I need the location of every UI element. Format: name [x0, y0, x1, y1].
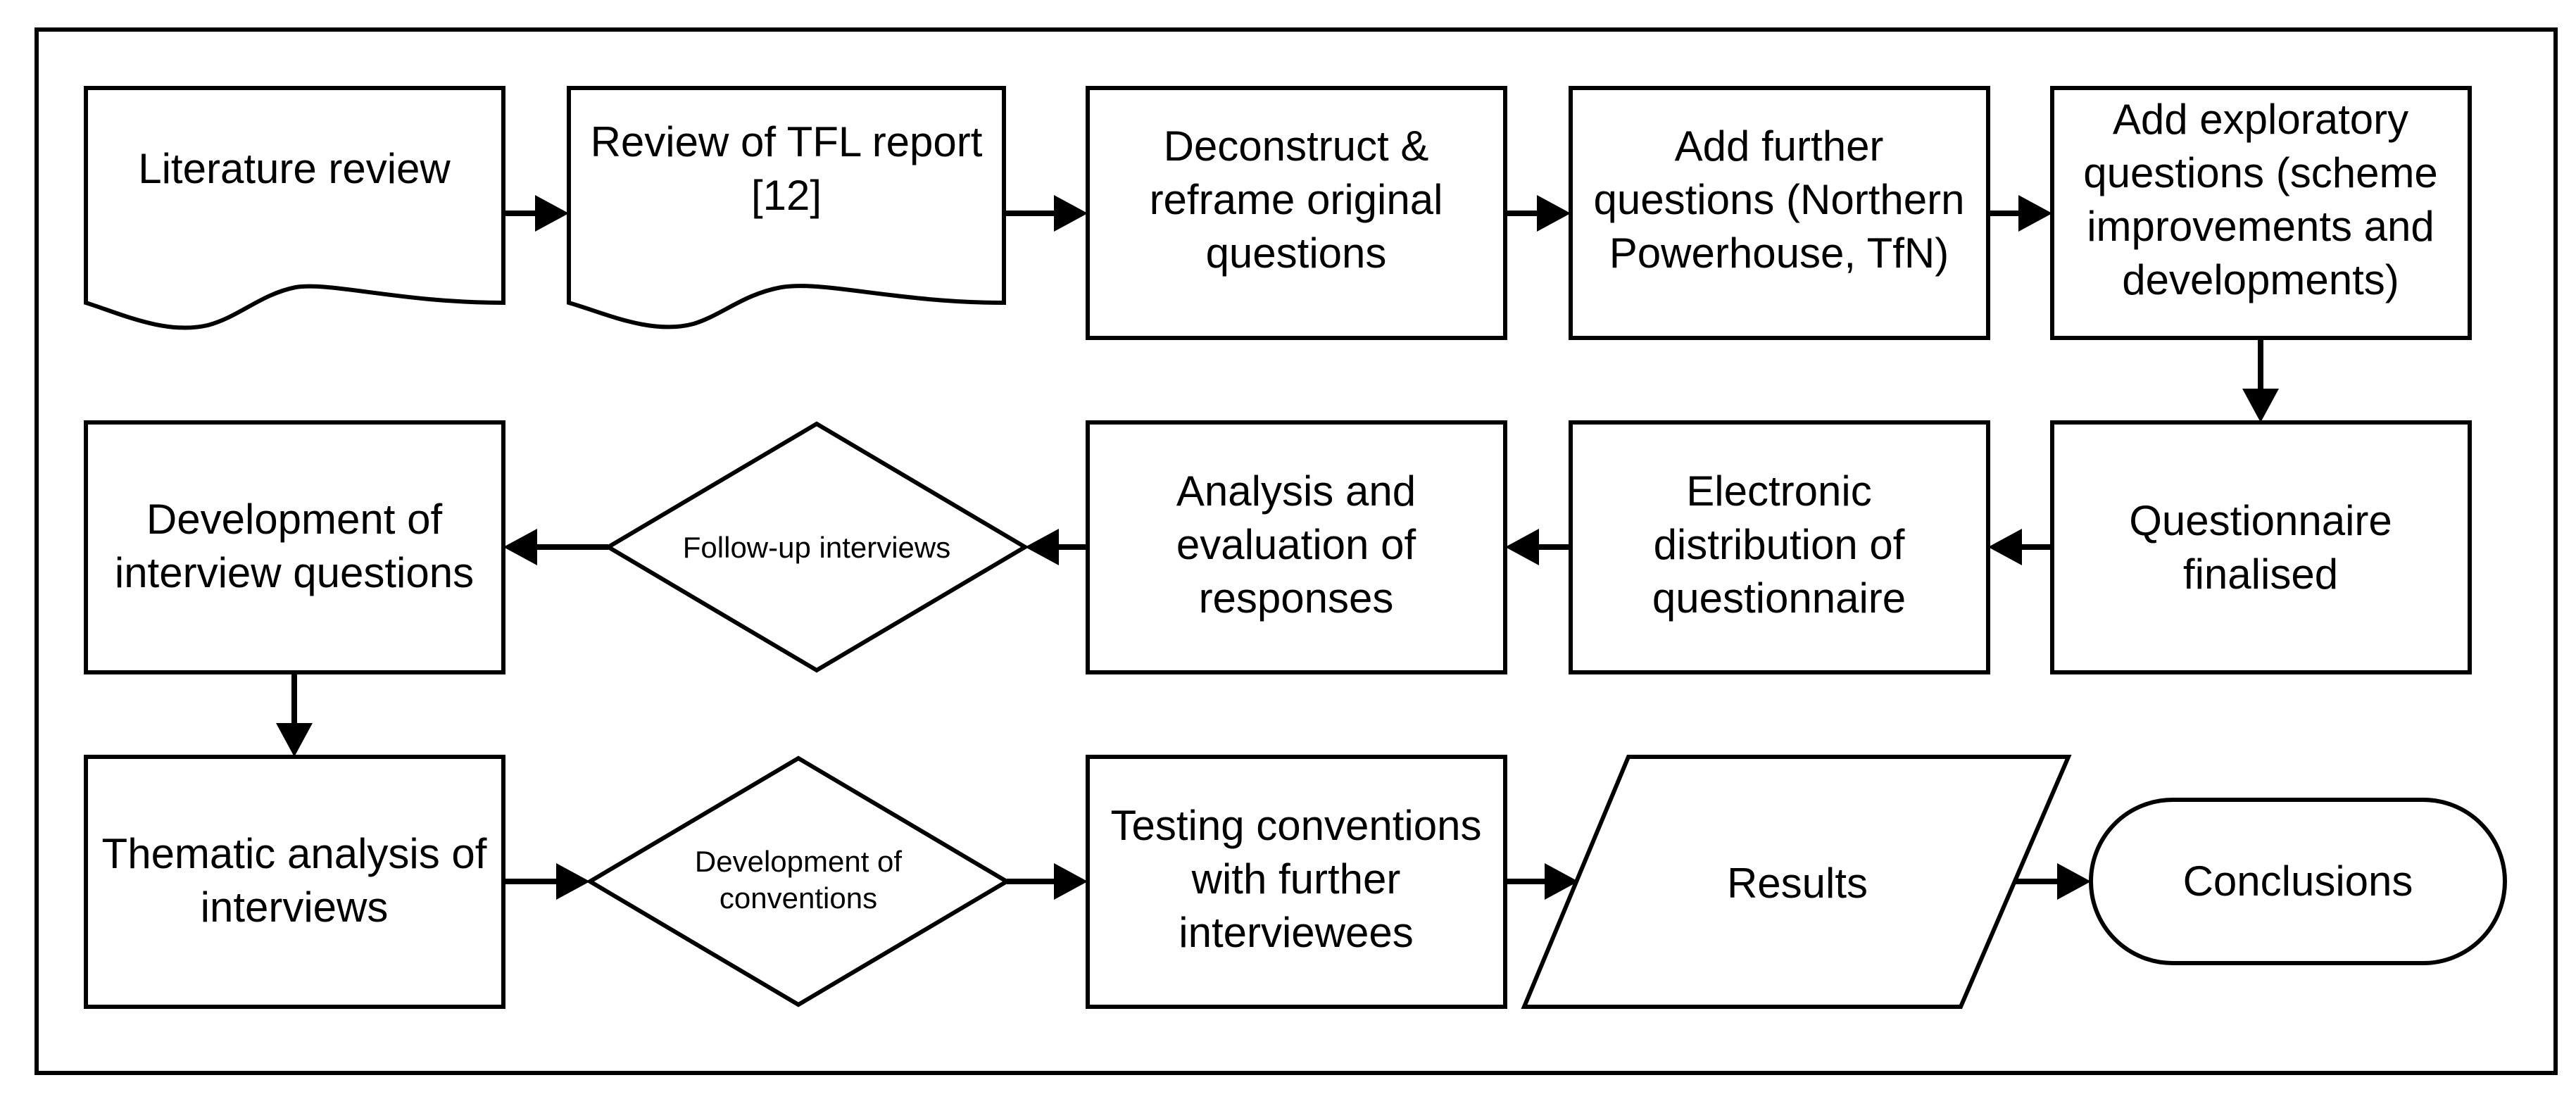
node-label-line: evaluation of	[1176, 521, 1416, 568]
node-label-line: Review of TFL report	[591, 118, 983, 165]
node-label-line: interviews	[201, 884, 389, 931]
node-finalised: Questionnaire finalised	[2050, 420, 2472, 674]
node-label-line: questions (Northern	[1594, 176, 1965, 223]
node-label-line: Add further	[1675, 123, 1884, 170]
node-label-line: responses	[1199, 574, 1394, 622]
arrow-literature-to-tfl	[503, 195, 569, 232]
arrow-distribution-to-analysis	[1505, 529, 1571, 565]
arrow-thematic-to-conventions	[503, 863, 590, 900]
node-label: Follow-up interviews	[683, 531, 950, 564]
node-label-line: developments)	[2122, 256, 2399, 303]
arrow-interview-questions-to-thematic	[276, 672, 313, 757]
node-label: Conclusions	[2183, 858, 2413, 905]
node-label: Development of interview questions	[115, 496, 474, 596]
node-interview-questions: Development of interview questions	[84, 420, 505, 674]
node-label-line: with further	[1191, 855, 1401, 903]
node-exploratory: Add exploratory questions (scheme improvem…	[2050, 86, 2472, 340]
node-label: Analysis and evaluation of responses	[1176, 467, 1416, 622]
node-label: Thematic analysis of interviews	[102, 830, 487, 931]
arrow-testing-to-results	[1505, 863, 1578, 900]
node-testing: Testing conventions with further interview…	[1086, 755, 1507, 1009]
node-deconstruct: Deconstruct & reframe original questions	[1086, 86, 1507, 340]
diagram-frame	[34, 27, 2558, 1075]
node-label: Results	[1727, 860, 1868, 907]
node-label-line: Conclusions	[2183, 858, 2413, 905]
arrow-tfl-to-deconstruct	[1004, 195, 1088, 232]
node-conclusions: Conclusions	[2089, 798, 2507, 965]
arrow-results-to-conclusions	[2015, 863, 2091, 900]
arrow-deconstruct-to-further	[1505, 195, 1571, 232]
node-label-line: Testing conventions	[1111, 802, 1482, 849]
node-label-line: interviewees	[1179, 909, 1414, 956]
node-label-line: Follow-up interviews	[683, 531, 950, 564]
node-label-line: Development of	[695, 845, 902, 878]
node-thematic: Thematic analysis of interviews	[84, 755, 505, 1009]
node-label: Electronic distribution of questionnaire	[1652, 467, 1906, 622]
node-label-line: Questionnaire	[2129, 497, 2392, 544]
node-label-line: Electronic	[1686, 467, 1871, 515]
node-tfl-report: Review of TFL report [12]	[567, 86, 1006, 329]
node-label: Deconstruct & reframe original questions	[1150, 123, 1443, 277]
node-analysis: Analysis and evaluation of responses	[1086, 420, 1507, 674]
node-label-line: interview questions	[115, 549, 474, 596]
node-label: Literature review	[138, 145, 451, 192]
arrow-finalised-to-distribution	[1988, 529, 2052, 565]
node-distribution: Electronic distribution of questionnaire	[1569, 420, 1990, 674]
node-label-line: improvements and	[2087, 203, 2434, 250]
node-label-line: Development of	[146, 496, 443, 543]
arrow-further-to-exploratory	[1988, 195, 2052, 232]
arrow-exploratory-to-finalised	[2242, 338, 2279, 422]
node-label: Add exploratory questions (scheme improvem…	[2083, 96, 2438, 303]
node-label-line: finalised	[2183, 551, 2338, 598]
node-label-line: Results	[1727, 860, 1868, 907]
node-label-line: Literature review	[138, 145, 451, 192]
node-label-line: [12]	[751, 172, 822, 219]
node-label-line: questionnaire	[1652, 574, 1906, 622]
node-label: Testing conventions with further interview…	[1111, 802, 1482, 956]
node-label-line: Deconstruct &	[1164, 123, 1429, 170]
arrow-conventions-to-testing	[1007, 863, 1088, 900]
node-label-line: Powerhouse, TfN)	[1609, 230, 1949, 277]
node-label: Review of TFL report [12]	[591, 118, 983, 219]
node-label-line: conventions	[720, 881, 877, 915]
node-label-line: reframe original	[1150, 176, 1443, 223]
node-label-line: distribution of	[1654, 521, 1905, 568]
node-literature-review: Literature review	[84, 86, 505, 330]
node-follow-up: Follow-up interviews	[604, 421, 1029, 673]
node-label: Questionnaire finalised	[2129, 497, 2392, 598]
node-label-line: questions (scheme	[2083, 149, 2438, 196]
node-results: Results	[1521, 755, 2072, 1009]
node-label-line: questions	[1206, 230, 1387, 277]
node-label-line: Analysis and	[1176, 467, 1416, 515]
node-label-line: Thematic analysis of	[102, 830, 487, 877]
node-label-line: Add exploratory	[2113, 96, 2408, 143]
arrow-analysis-to-follow-up	[1025, 529, 1088, 565]
arrow-follow-up-to-interview-questions	[503, 529, 608, 565]
